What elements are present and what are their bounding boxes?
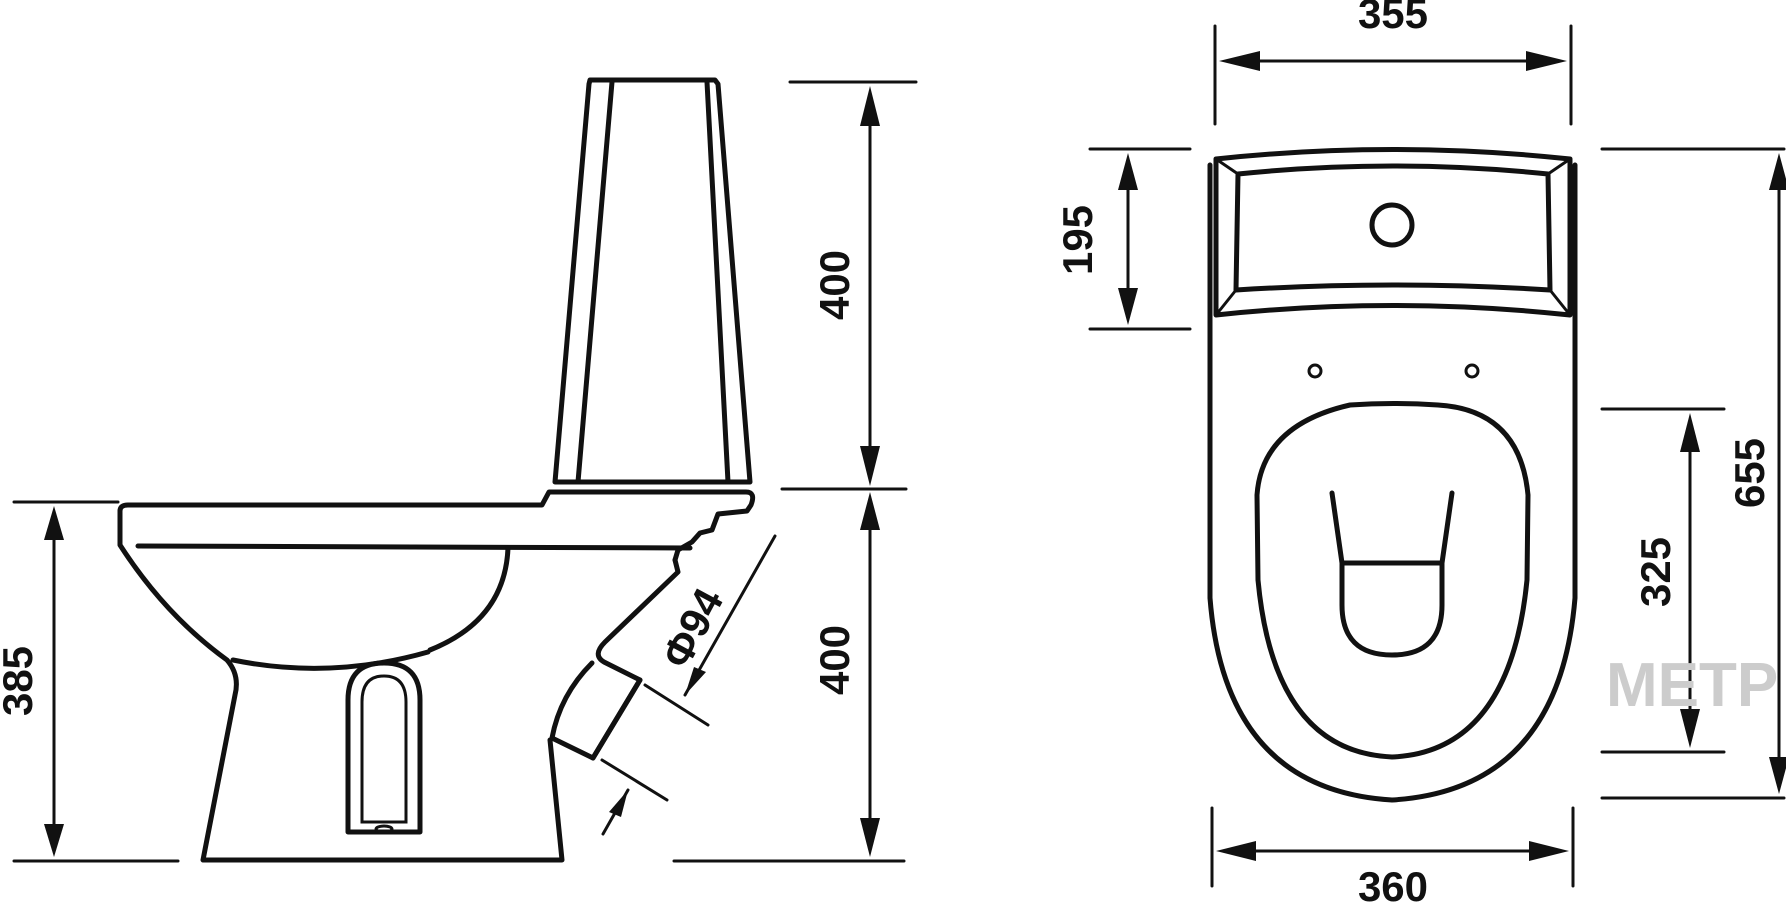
- seat-hinge-hole-right: [1464, 363, 1480, 379]
- tank-height-dimension: 400: [780, 80, 918, 491]
- tank-depth-dimension: 195: [1054, 147, 1192, 331]
- cistern-inner-left: [575, 79, 615, 485]
- service-hatch-inner: [360, 674, 408, 824]
- rim-outline: [117, 489, 756, 563]
- watermark-text: МЕТР: [1606, 651, 1778, 720]
- cistern-corner-br: [1548, 288, 1572, 317]
- bowl-top-outline: [1207, 162, 1578, 803]
- trap-outline: [549, 557, 681, 761]
- seat-opening-dimension: 325: [1600, 407, 1726, 754]
- seat-hinge-hole-left: [1307, 363, 1323, 379]
- bowl-height-label: 400: [811, 625, 858, 695]
- outlet-pipe: [590, 677, 643, 761]
- top-view: 355 360 195 325: [1054, 0, 1786, 904]
- top-width-label: 355: [1358, 0, 1428, 37]
- bowl-inner-curve: [427, 545, 511, 653]
- total-length-dimension: 655: [1600, 147, 1786, 800]
- cistern-corner-tr: [1546, 157, 1572, 176]
- service-hatch-outer: [345, 660, 423, 835]
- service-hatch-screw: [374, 824, 394, 834]
- total-length-label: 655: [1726, 438, 1773, 508]
- top-width-dimension: 355: [1213, 0, 1573, 126]
- bowl-base-line: [230, 649, 431, 671]
- flush-button-icon: [1369, 202, 1415, 248]
- bottom-width-label: 360: [1358, 863, 1428, 904]
- tank-height-label: 400: [811, 250, 858, 320]
- drain-outline: [1329, 490, 1455, 658]
- rim-inner-line: [135, 543, 693, 551]
- bowl-outline: [117, 508, 565, 863]
- cistern-corner-tl: [1214, 157, 1240, 176]
- outlet-diameter-label: Ф94: [652, 580, 733, 676]
- seat-opening-label: 325: [1632, 537, 1679, 607]
- cistern-corner-bl: [1214, 288, 1238, 317]
- side-height-dimension: 385: [0, 500, 180, 863]
- cistern-top-inner: [1233, 163, 1553, 293]
- cistern-inner-right: [704, 79, 731, 485]
- bowl-height-dimension: 400: [672, 492, 906, 863]
- side-view: Ф94 385 400 400: [0, 77, 918, 863]
- side-height-label: 385: [0, 646, 41, 716]
- bottom-width-dimension: 360: [1210, 806, 1575, 904]
- seat-opening: [1254, 401, 1531, 760]
- cistern-outline: [552, 77, 753, 485]
- tank-depth-label: 195: [1054, 205, 1101, 275]
- outlet-diameter-dimension: Ф94: [600, 534, 777, 836]
